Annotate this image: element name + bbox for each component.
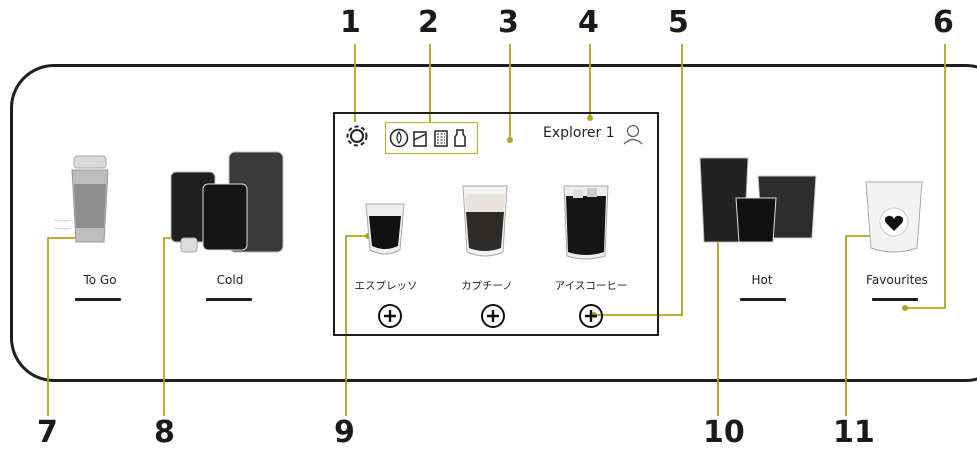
cold-button-label: Cold [216, 273, 244, 287]
gear-icon[interactable] [345, 124, 369, 148]
grounds-icon[interactable] [411, 128, 429, 148]
favourites-button-label: Favourites [866, 273, 928, 287]
filter-icon[interactable] [433, 128, 449, 148]
status-icons-box [385, 122, 478, 154]
cold-glasses-image[interactable] [167, 150, 287, 260]
drink-label-iced-coffee: アイスコーヒー [554, 280, 628, 292]
cappuccino-cup-image[interactable] [460, 182, 510, 260]
favourites-button[interactable] [872, 298, 918, 301]
water-drop-icon[interactable] [389, 128, 409, 148]
cold-button[interactable] [206, 298, 252, 301]
iced-coffee-glass-image[interactable] [561, 182, 611, 262]
milk-icon[interactable] [453, 128, 467, 148]
callout-11: 11 [833, 415, 875, 450]
callout-5: 5 [668, 5, 689, 40]
plus-icon[interactable] [578, 303, 604, 329]
callout-1: 1 [340, 5, 361, 40]
callout-7: 7 [37, 415, 58, 450]
callout-10: 10 [703, 415, 745, 450]
plus-icon[interactable] [480, 303, 506, 329]
callout-2: 2 [418, 5, 439, 40]
profile-name[interactable]: Explorer 1 [543, 125, 615, 141]
espresso-cup-image[interactable] [362, 198, 408, 260]
hot-button-label: Hot [751, 273, 773, 287]
hot-glasses-image[interactable] [698, 154, 822, 254]
callout-3: 3 [498, 5, 519, 40]
heart-icon [884, 215, 904, 231]
to-go-button-label: To Go [83, 273, 117, 287]
plus-icon[interactable] [377, 303, 403, 329]
to-go-cup-image[interactable] [53, 150, 120, 250]
callout-8: 8 [154, 415, 175, 450]
hot-button[interactable] [740, 298, 786, 301]
user-icon[interactable] [622, 123, 644, 145]
callout-9: 9 [334, 415, 355, 450]
touch-screen[interactable] [333, 112, 659, 336]
callout-4: 4 [578, 5, 599, 40]
to-go-button[interactable] [75, 298, 121, 301]
drink-label-cappuccino: カプチーノ [461, 280, 513, 292]
machine-panel [10, 64, 977, 382]
callout-6: 6 [933, 5, 954, 40]
drink-label-espresso: エスプレッソ [354, 280, 418, 292]
